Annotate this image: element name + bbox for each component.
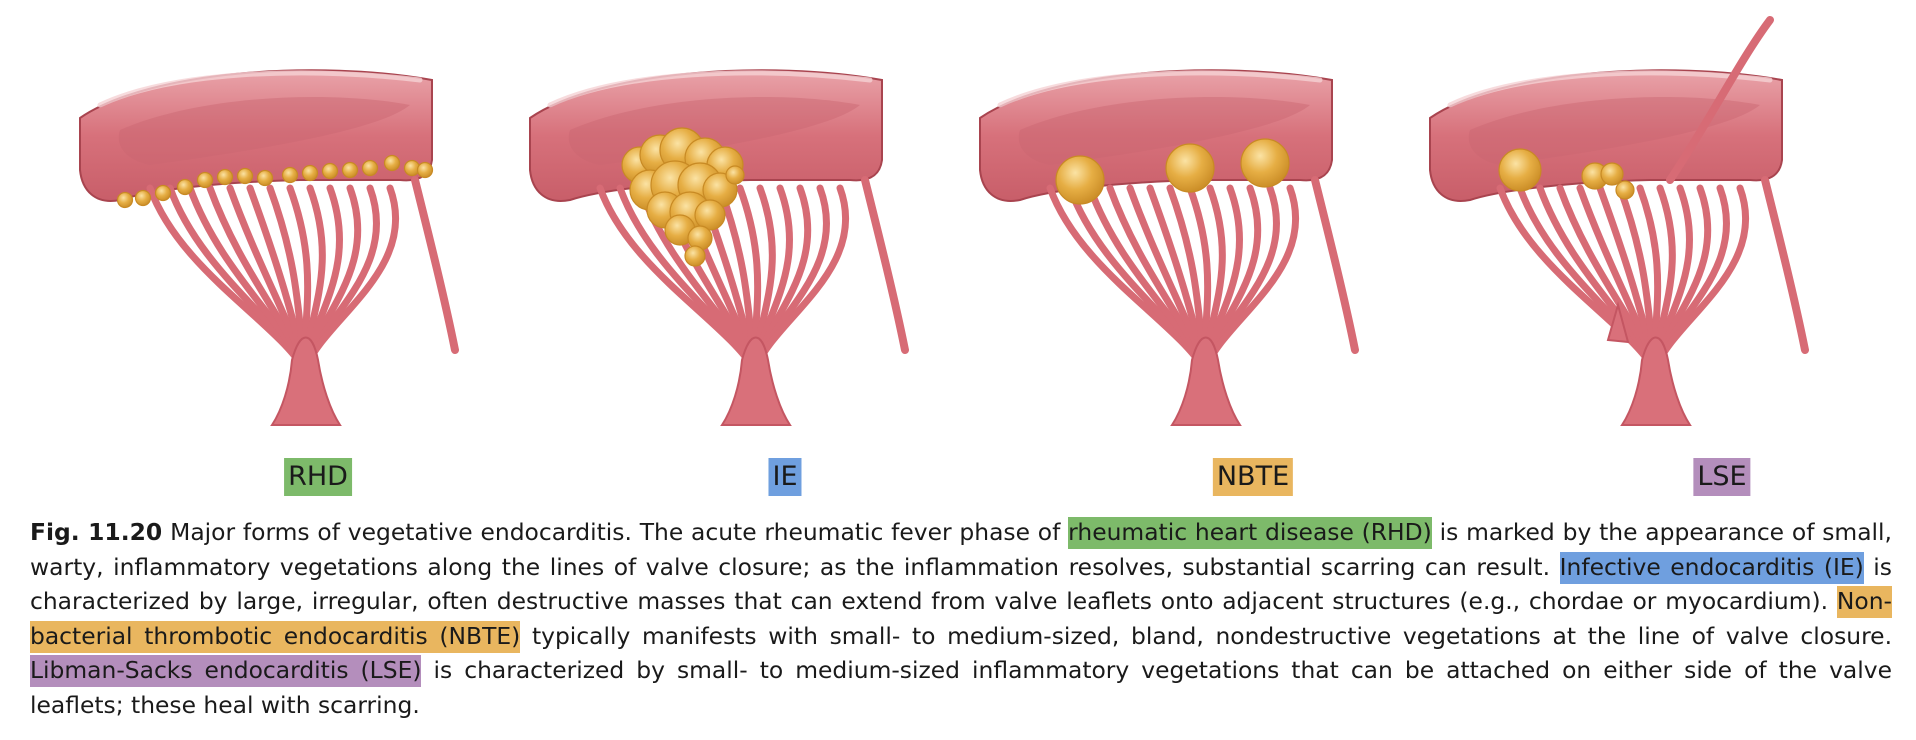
vegetation [725,165,745,185]
vegetation [236,167,254,185]
chorda-tendinea [1761,176,1809,354]
leaflet-shading [1468,97,1760,165]
vegetation [116,191,134,209]
papillary-muscle [1620,336,1692,426]
leaflet-highlight [1447,70,1773,108]
vegetation [416,161,434,179]
panel-label-ie: IE [768,458,802,496]
chorda-tendinea [861,176,909,354]
panel-label-rhd: RHD [284,458,352,496]
chorda-tendinea [1086,184,1209,374]
panel-label-nbte: NBTE [1212,458,1294,496]
vegetation [361,159,379,177]
papillary-muscle [270,336,342,426]
caption-text-4: typically manifests with small- to mediu… [520,621,1893,650]
vegetation [256,169,274,187]
vegetation [176,178,194,196]
vegetation [216,168,234,186]
leaflet-shading [1018,97,1310,165]
leaflet-highlight [97,70,423,108]
vegetation [196,171,214,189]
leaflet-highlight [547,70,873,108]
highlight-lse: Libman-Sacks endocarditis (LSE) [30,655,422,688]
chorda-tendinea [1536,184,1659,374]
ruptured-chorda [1606,301,1630,344]
vegetation [684,245,706,267]
papillary-muscle [1170,336,1242,426]
chorda-tendinea [1666,16,1774,184]
vegetation [1600,162,1624,186]
valve-panel-lse [1429,16,1809,426]
caption-text-1: Major forms of vegetative endocarditis. … [170,518,1069,546]
highlight-ie: Infective endocarditis (IE) [1559,551,1864,584]
vegetation [154,184,172,202]
vegetation [694,199,726,231]
vegetation [341,161,359,179]
vegetation [1055,155,1105,205]
valve-illustrations [79,16,1809,426]
vegetation [1165,143,1215,193]
leaflet-shading [118,97,410,165]
chorda-tendinea [1311,176,1359,354]
panel-label-lse: LSE [1693,458,1751,496]
vegetation [1498,148,1542,192]
vegetation [134,189,152,207]
vegetation [1240,138,1290,188]
highlight-rhd: rheumatic heart disease (RHD) [1068,517,1432,549]
vegetation [321,162,339,180]
caption-text-2: is marked by the appearance of small, wa… [30,518,1892,581]
valve-panel-rhd [79,69,459,426]
papillary-muscle [720,336,792,426]
vegetation [281,166,299,184]
chorda-tendinea [186,184,309,374]
chorda-tendinea [411,176,459,354]
leaflet-highlight [997,70,1323,108]
valve-panel-ie [529,69,909,426]
vegetation [1615,180,1635,200]
vegetation [301,164,319,182]
valve-panel-nbte [979,69,1359,426]
caption-text-5: is characterized by small- to medium-siz… [30,656,1892,719]
vegetation [383,154,401,172]
figure-number: Fig. 11.20 [30,518,163,546]
caption-text-3: is characterized by large, irregular, of… [30,552,1892,616]
